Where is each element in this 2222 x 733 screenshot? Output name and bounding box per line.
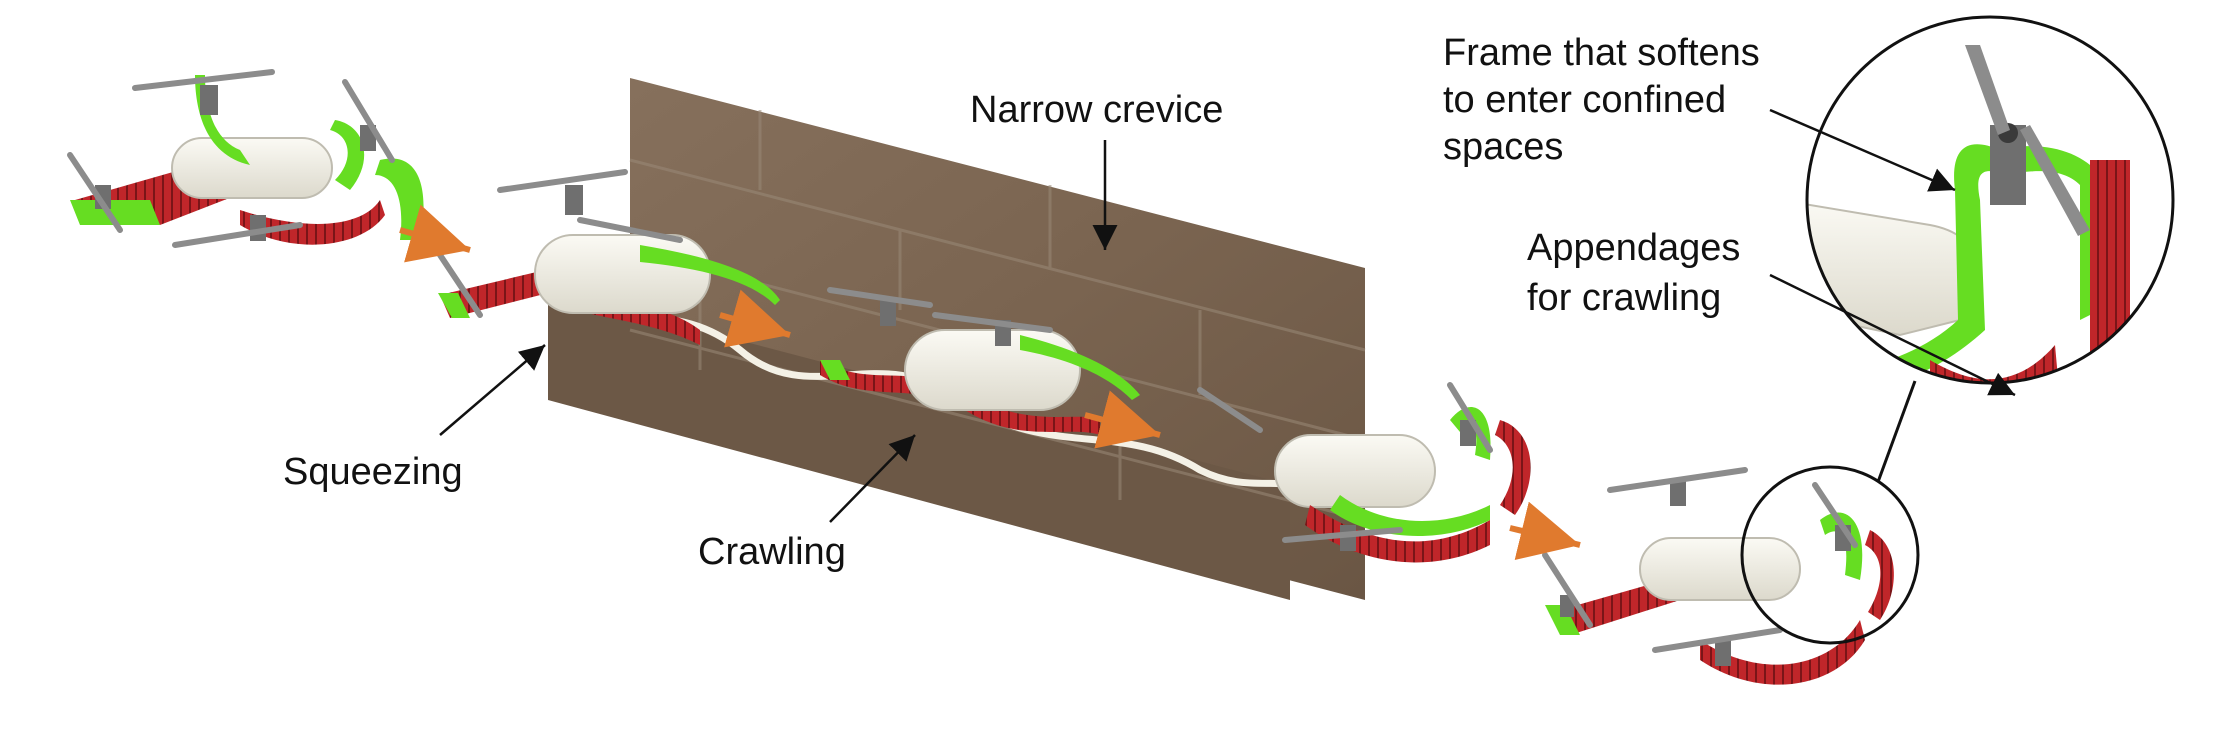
leader-appendages (1769, 273, 2016, 397)
leader-crawling (829, 434, 916, 523)
label-crawling: Crawling (698, 531, 846, 573)
motion-arrow-4 (1509, 501, 1581, 560)
motion-arrow-3 (1084, 390, 1161, 449)
detail-highlight-circle (1740, 465, 1920, 645)
drone-start (67, 69, 424, 248)
label-squeezing: Squeezing (283, 451, 463, 493)
motion-arrow-1 (399, 204, 471, 263)
label-frame-line-2: to enter confined (1443, 79, 1726, 121)
drone-end (1542, 467, 1894, 685)
leader-frame (1769, 108, 1956, 192)
zoom-connector-line (1876, 380, 1917, 483)
label-frame-line-1: Frame that softens (1443, 32, 1760, 74)
leader-squeezing (439, 344, 546, 436)
label-appendages-line-1: Appendages (1527, 227, 1740, 269)
drone-crawling (820, 287, 1263, 435)
drone-squeezing (437, 169, 780, 345)
label-frame-line-3: spaces (1443, 126, 1563, 168)
label-narrow-crevice: Narrow crevice (970, 89, 1223, 131)
motion-arrow-2 (719, 289, 791, 348)
motion-arrows (399, 204, 1581, 560)
drone-exiting (1274, 382, 1531, 563)
label-appendages-line-2: for crawling (1527, 277, 1721, 319)
leader-lines (439, 108, 2016, 523)
zoom-detail (1805, 15, 2175, 385)
